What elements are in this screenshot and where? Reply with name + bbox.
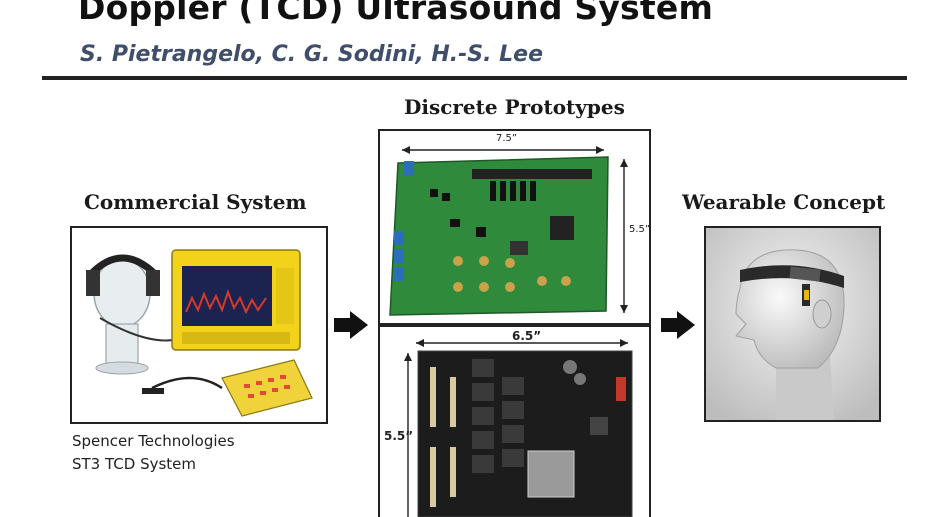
green-pcb-photo: 7.5” 5.5”: [378, 129, 651, 325]
right-arrow-icon: [661, 311, 695, 339]
header-divider: [42, 76, 907, 80]
discrete-prototypes-label: Discrete Prototypes: [404, 95, 625, 119]
caption-line: Spencer Technologies: [72, 432, 235, 450]
board2-width-label: 6.5”: [512, 329, 542, 343]
commercial-system-caption: Spencer Technologies ST3 TCD System: [72, 430, 235, 476]
right-arrow-icon: [334, 311, 368, 339]
commercial-system-photo: [70, 226, 328, 424]
board1-height-label: 5.5”: [629, 224, 651, 235]
wearable-concept-render: [704, 226, 881, 422]
commercial-system-label: Commercial System: [84, 190, 307, 214]
board1-width-label: 7.5”: [496, 133, 518, 144]
board2-height-label: 5.5”: [384, 429, 414, 443]
caption-line: ST3 TCD System: [72, 455, 197, 473]
page-title: Doppler (TCD) Ultrasound System: [78, 0, 714, 27]
wearable-concept-label: Wearable Concept: [682, 190, 886, 214]
authors-line: S. Pietrangelo, C. G. Sodini, H.-S. Lee: [80, 42, 543, 67]
black-pcb-photo: 6.5” 5.5”: [378, 325, 651, 517]
